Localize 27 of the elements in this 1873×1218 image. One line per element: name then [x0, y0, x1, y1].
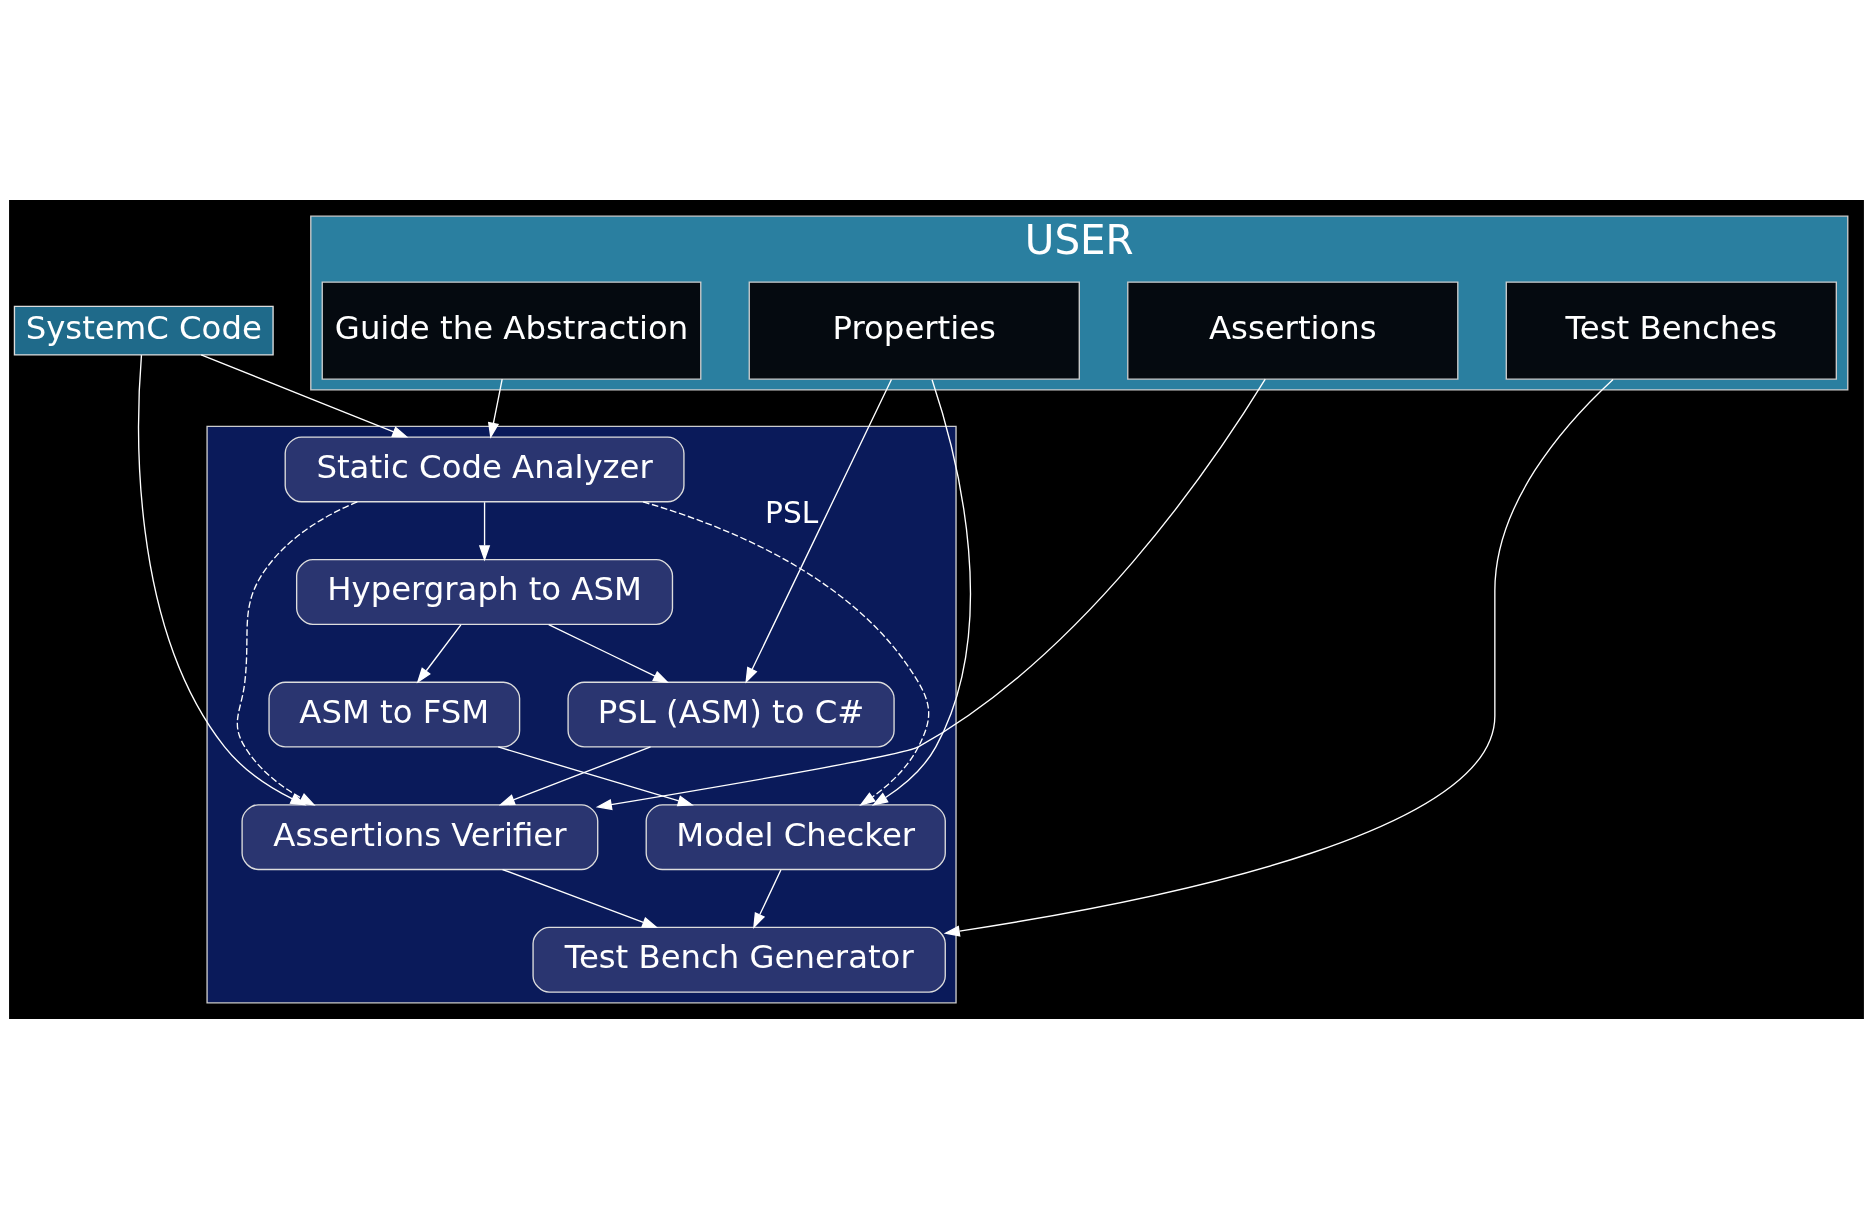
- node-box: Hypergraph to ASM: [296, 558, 674, 625]
- arrow: [416, 623, 462, 684]
- node-box: ASM to FSM: [268, 681, 521, 748]
- arrow: [595, 378, 1266, 810]
- arrow: [497, 745, 694, 806]
- arrow: [871, 378, 972, 806]
- node-box: Guide the Abstraction: [321, 281, 702, 380]
- arrow: [498, 745, 652, 805]
- node-box: Test Benches: [1505, 281, 1837, 380]
- node-box: Static Code Analyzer: [284, 435, 685, 502]
- node-box: Properties: [748, 281, 1080, 380]
- node-box: PSL (ASM) to C#: [567, 681, 895, 748]
- edge-label: PSL: [765, 494, 819, 530]
- node-box: Assertions: [1127, 281, 1459, 380]
- arrow: [753, 868, 782, 929]
- arrow: [478, 501, 491, 561]
- arrow: [501, 868, 659, 928]
- node-box: Model Checker: [645, 803, 946, 870]
- arrow: [745, 378, 893, 684]
- node-box: Assertions Verifier: [241, 803, 599, 870]
- node-box: SystemC Code: [13, 305, 274, 356]
- arrow: [548, 623, 670, 683]
- arrow: [642, 500, 930, 806]
- arrow: [487, 378, 503, 439]
- arrow: [200, 353, 409, 438]
- arrow: [943, 378, 1614, 937]
- node-box: Test Bench Generator: [532, 926, 946, 993]
